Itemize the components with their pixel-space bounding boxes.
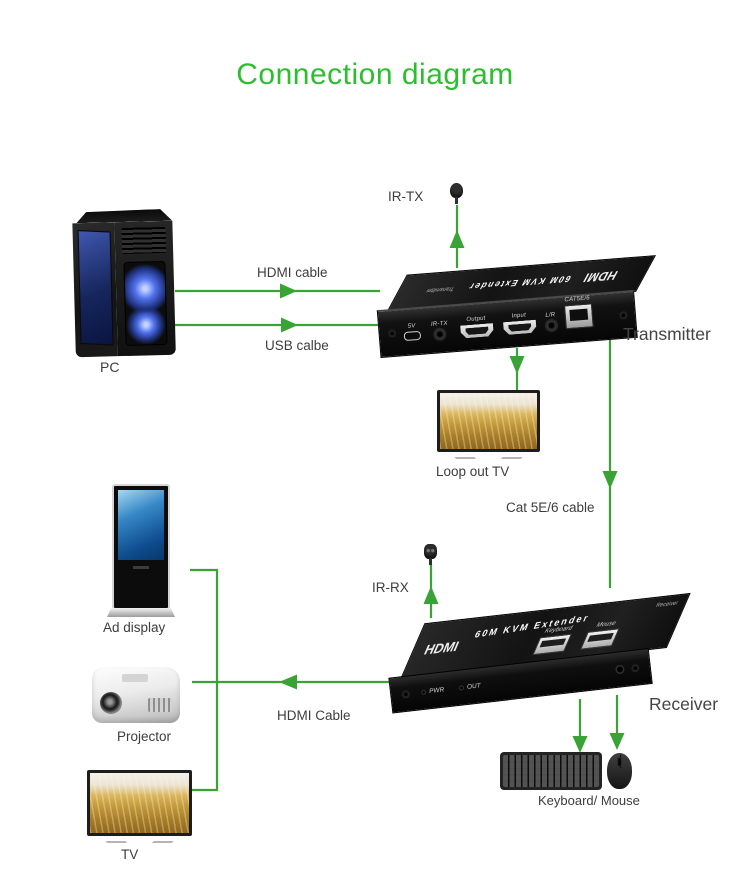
projector-vent (148, 698, 172, 712)
ad-display-label: Ad display (103, 620, 166, 635)
mouse-usb-port: Mouse (580, 620, 623, 650)
pc-side-panel (72, 222, 118, 358)
cat5e6-port: CAT5E/6 (563, 294, 594, 329)
screw-icon (389, 330, 395, 337)
tv-stand (437, 452, 540, 459)
tv-stand (87, 836, 192, 843)
projector-device (92, 667, 180, 723)
tv-label: TV (121, 847, 139, 862)
screw-icon (620, 312, 627, 318)
receiver-label: Receiver (649, 694, 719, 714)
transmitter-model-text: 60M KVM Extender (465, 274, 573, 293)
out-label: OUT (466, 681, 482, 691)
loop-out-arrow (509, 356, 525, 374)
loop-out-tv (437, 390, 540, 452)
ad-display-base (107, 608, 175, 617)
hdmi-port-icon (503, 320, 537, 336)
hdmi-cable-top-arrow (280, 283, 297, 299)
usb-cable-label: USB calbe (265, 338, 329, 353)
hdmi-logo: HDMI (579, 268, 621, 286)
tv-device (87, 770, 192, 836)
pc-side-window (77, 230, 114, 346)
transmitter-role-text: Transmitter (424, 285, 456, 294)
usb-a-port-icon (532, 633, 572, 656)
hdmi-input-port: Input (502, 312, 537, 336)
jack-port-icon (434, 328, 446, 340)
mouse-port-label: Mouse (595, 620, 617, 629)
ad-display-screen (118, 490, 164, 560)
transmitter-label: Transmitter (623, 324, 711, 344)
hdmi-cable-bottom-label: HDMI Cable (277, 708, 351, 723)
loop-out-tv-label: Loop out TV (436, 464, 510, 479)
audio-port: L/R (545, 311, 557, 331)
usb-c-port-icon (403, 330, 422, 342)
ir-rx-receiver-icon (424, 544, 437, 565)
pwr-label: PWR (428, 685, 445, 695)
ir-tx-port: IR-TX (430, 320, 449, 340)
projector-lens-icon (100, 692, 122, 714)
ad-display-kiosk (107, 484, 175, 617)
pc-grille (121, 226, 167, 255)
ir-tx-arrow (449, 230, 465, 248)
out-led-icon (459, 685, 464, 690)
keyboard-arrow (572, 736, 588, 753)
ad-display-logo (133, 566, 149, 569)
hdmi-output-port: Output (459, 315, 494, 339)
hdmi-input-label: Input (511, 312, 527, 320)
ir-tx-emitter-icon (450, 183, 463, 204)
projector-label: Projector (117, 729, 172, 744)
ir-tx-port-label: IR-TX (430, 320, 448, 328)
pc-front-panel (114, 220, 176, 357)
pc-label: PC (100, 359, 120, 375)
mouse-device (607, 753, 632, 789)
screw-icon (403, 691, 409, 697)
mouse-arrow (609, 733, 625, 750)
jack-port-icon (545, 319, 557, 331)
keyboard-keys (503, 755, 599, 787)
page-title: Connection diagram (236, 58, 514, 91)
receiver-role-text: Receiver (654, 600, 680, 610)
keyboard-device (500, 752, 602, 790)
loop-out-tv-screen (440, 393, 537, 449)
keyboard-mouse-label: Keyboard/ Mouse (538, 793, 640, 808)
rj45-port-icon (563, 302, 594, 329)
cat-cable-label: Cat 5E/6 cable (506, 500, 595, 515)
pc-tower (72, 209, 176, 362)
tv-screen (90, 773, 189, 833)
usb-cable-arrow (281, 317, 298, 333)
usb-a-port-icon (580, 628, 620, 650)
hdmi-output-label: Output (466, 315, 486, 324)
cat5e6-port-label: CAT5E/6 (564, 294, 591, 303)
pc-fan-glow (123, 260, 168, 346)
hdmi-port-icon (460, 323, 494, 339)
ir-rx-label: IR-RX (372, 580, 409, 595)
ir-rx-arrow (423, 586, 439, 604)
power-port-label: 5V (407, 323, 416, 330)
ir-window-icon (616, 666, 624, 673)
pc-body (72, 220, 176, 358)
projector-top-detail (122, 674, 148, 682)
hdmi-cable-top-label: HDMI cable (257, 265, 328, 280)
display-branch-line (190, 568, 219, 792)
audio-port-label: L/R (545, 311, 556, 319)
pwr-led-icon (422, 690, 426, 694)
screw-icon (632, 664, 639, 671)
hdmi-logo: HDMI (421, 638, 462, 658)
cat-cable-arrow (602, 471, 618, 489)
power-port: 5V (403, 323, 422, 342)
ir-tx-label: IR-TX (388, 189, 424, 204)
hdmi-cable-bottom-arrow (279, 674, 297, 690)
